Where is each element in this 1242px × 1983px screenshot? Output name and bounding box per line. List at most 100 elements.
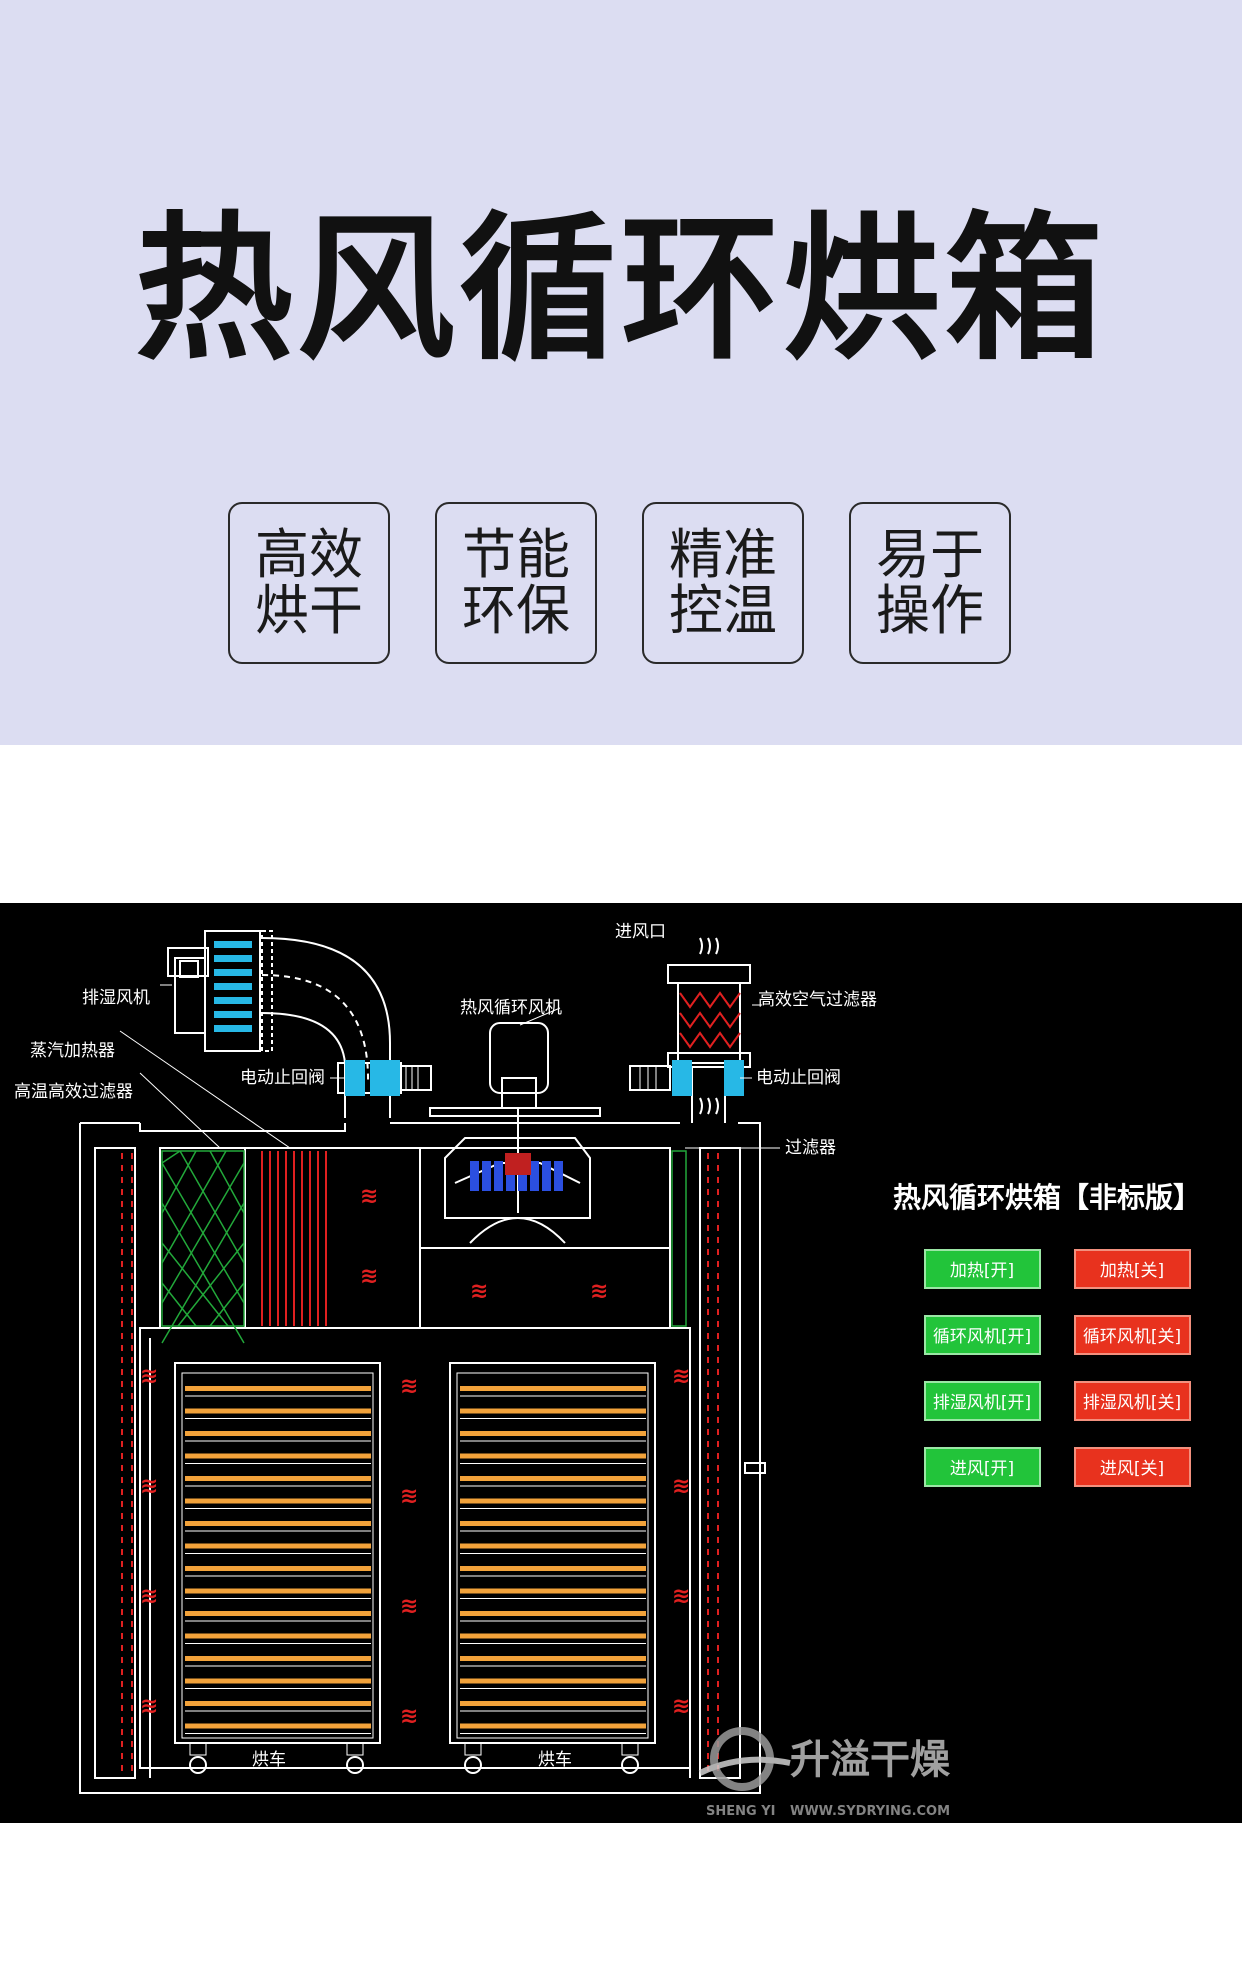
button-circ-fan-off[interactable]: 循环风机[关] [1074, 1315, 1191, 1355]
feature-line: 操作 [876, 579, 984, 642]
svg-text:≋: ≋ [360, 1264, 378, 1289]
heat-flow-marks: ≋ ≋ ≋ ≋ ≋ ≋ ≋ ≋ ≋ ≋ ≋ ≋ ≋ ≋ ≋ ≋ [140, 1184, 690, 1729]
drying-tray [460, 1588, 646, 1594]
button-circ-fan-on[interactable]: 循环风机[开] [924, 1315, 1041, 1355]
button-heat-off[interactable]: 加热[关] [1074, 1249, 1191, 1289]
feature-line: 环保 [462, 579, 570, 642]
feature-line: 烘干 [255, 579, 363, 642]
feature-line: 控温 [669, 579, 777, 642]
feature-line: 节能 [462, 523, 570, 586]
button-label: 加热[开] [950, 1261, 1014, 1281]
drying-tray [460, 1543, 646, 1549]
svg-text:≋: ≋ [590, 1279, 608, 1304]
label-cart-left: 烘车 [252, 1750, 286, 1770]
label-dehumid-fan: 排湿风机 [82, 988, 150, 1008]
drying-tray [185, 1566, 371, 1571]
drying-tray [460, 1453, 646, 1459]
svg-text:≋: ≋ [400, 1484, 418, 1509]
drying-tray [185, 1723, 371, 1729]
dehumid-fan-cyan-grille [214, 941, 252, 1032]
drying-tray [185, 1386, 371, 1391]
button-heat-on[interactable]: 加热[开] [924, 1249, 1041, 1289]
brand-name: 升溢干燥 [790, 1737, 951, 1783]
drying-cart-left [174, 1362, 381, 1774]
button-air-inlet-off[interactable]: 进风[关] [1074, 1447, 1191, 1487]
left-check-valve [337, 1060, 432, 1096]
label-filter: 过滤器 [785, 1138, 836, 1158]
label-air-filter: 高效空气过滤器 [758, 990, 877, 1010]
circulating-fan-motor [429, 1022, 601, 1244]
drying-tray [460, 1723, 646, 1729]
feature-badge-energy-saving: 节能 环保 [435, 502, 597, 664]
label-steam-heater: 蒸汽加热器 [30, 1041, 115, 1061]
drying-tray [185, 1633, 371, 1639]
drying-tray [460, 1633, 646, 1639]
drying-tray [185, 1678, 371, 1684]
oven-cabinet [79, 1122, 766, 1794]
button-label: 加热[关] [1100, 1261, 1164, 1281]
feature-badge-easy-operation: 易于 操作 [849, 502, 1011, 664]
tray-group [185, 1386, 371, 1734]
drying-tray [460, 1678, 646, 1684]
svg-text:≋: ≋ [672, 1694, 690, 1719]
feature-line: 高效 [255, 523, 363, 586]
hepa-filter-mesh [161, 1150, 687, 1344]
drying-tray [185, 1521, 371, 1526]
side-channel-heat-marks [121, 1153, 719, 1773]
button-label: 进风[开] [950, 1459, 1014, 1479]
drying-tray [185, 1543, 371, 1549]
svg-text:≋: ≋ [140, 1364, 158, 1389]
drying-tray [460, 1521, 646, 1526]
page-title: 热风循环烘箱 [135, 198, 1107, 382]
leader-lines [119, 984, 780, 1149]
button-label: 循环风机[开] [933, 1327, 1031, 1347]
svg-text:≋: ≋ [400, 1374, 418, 1399]
label-hepa-filter: 高温高效过滤器 [14, 1082, 133, 1102]
drying-tray [185, 1588, 371, 1594]
button-dehumid-fan-off[interactable]: 排湿风机[关] [1074, 1381, 1191, 1421]
drying-cart-right [449, 1362, 656, 1774]
drying-tray [460, 1701, 646, 1706]
drying-tray [185, 1656, 371, 1661]
feature-line: 精准 [669, 523, 777, 586]
drying-tray [185, 1498, 371, 1504]
label-right-check-valve: 电动止回阀 [756, 1068, 841, 1088]
oven-schematic-diagram: ≋ ≋ ≋ ≋ ≋ ≋ ≋ ≋ ≋ ≋ ≋ ≋ ≋ ≋ ≋ ≋ [0, 903, 1242, 1823]
brand-watermark: 升溢干燥 SHENG YI WWW.SYDRYING.COM [698, 1727, 951, 1819]
steam-heater-coils [261, 1151, 327, 1326]
drying-tray [460, 1386, 646, 1391]
drying-tray [460, 1408, 646, 1414]
brand-website: WWW.SYDRYING.COM [790, 1804, 950, 1819]
drying-tray [460, 1431, 646, 1436]
button-label: 循环风机[关] [1083, 1327, 1181, 1347]
feature-badge-efficient-drying: 高效 烘干 [228, 502, 390, 664]
svg-text:≋: ≋ [470, 1279, 488, 1304]
label-air-inlet: 进风口 [615, 922, 666, 942]
drying-tray [460, 1498, 646, 1504]
drying-tray [185, 1476, 371, 1481]
svg-text:≋: ≋ [672, 1474, 690, 1499]
svg-text:≋: ≋ [140, 1694, 158, 1719]
dehumid-fan-unit [167, 930, 391, 1118]
drying-tray [185, 1701, 371, 1706]
drying-tray [185, 1611, 371, 1616]
svg-text:≋: ≋ [672, 1584, 690, 1609]
circulating-fan-blades [470, 1161, 563, 1191]
schematic-svg: ≋ ≋ ≋ ≋ ≋ ≋ ≋ ≋ ≋ ≋ ≋ ≋ ≋ ≋ ≋ ≋ [14, 922, 1201, 1819]
svg-text:≋: ≋ [360, 1184, 378, 1209]
drying-tray [460, 1566, 646, 1571]
button-label: 进风[关] [1100, 1459, 1164, 1479]
feature-badge-precise-temperature: 精准 控温 [642, 502, 804, 664]
drying-tray [185, 1408, 371, 1414]
hero-banner: 热风循环烘箱 高效 烘干 节能 环保 精准 控温 易于 操作 [0, 0, 1242, 745]
fan-hub [505, 1153, 531, 1175]
button-label: 排湿风机[关] [1083, 1393, 1181, 1413]
brand-english: SHENG YI [706, 1804, 775, 1819]
svg-text:≋: ≋ [400, 1594, 418, 1619]
button-dehumid-fan-on[interactable]: 排湿风机[开] [924, 1381, 1041, 1421]
label-cart-right: 烘车 [538, 1750, 572, 1770]
button-air-inlet-on[interactable]: 进风[开] [924, 1447, 1041, 1487]
label-left-check-valve: 电动止回阀 [240, 1068, 325, 1088]
svg-text:≋: ≋ [400, 1704, 418, 1729]
drying-tray [460, 1656, 646, 1661]
